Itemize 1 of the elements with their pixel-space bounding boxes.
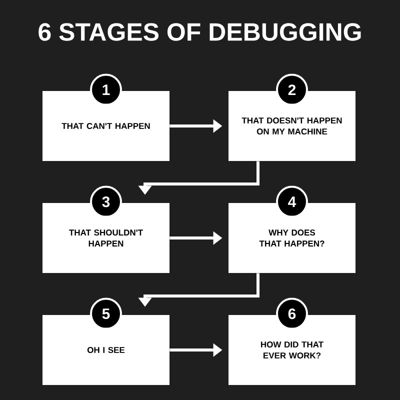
title: 6 STAGES OF DEBUGGING [38,23,361,41]
